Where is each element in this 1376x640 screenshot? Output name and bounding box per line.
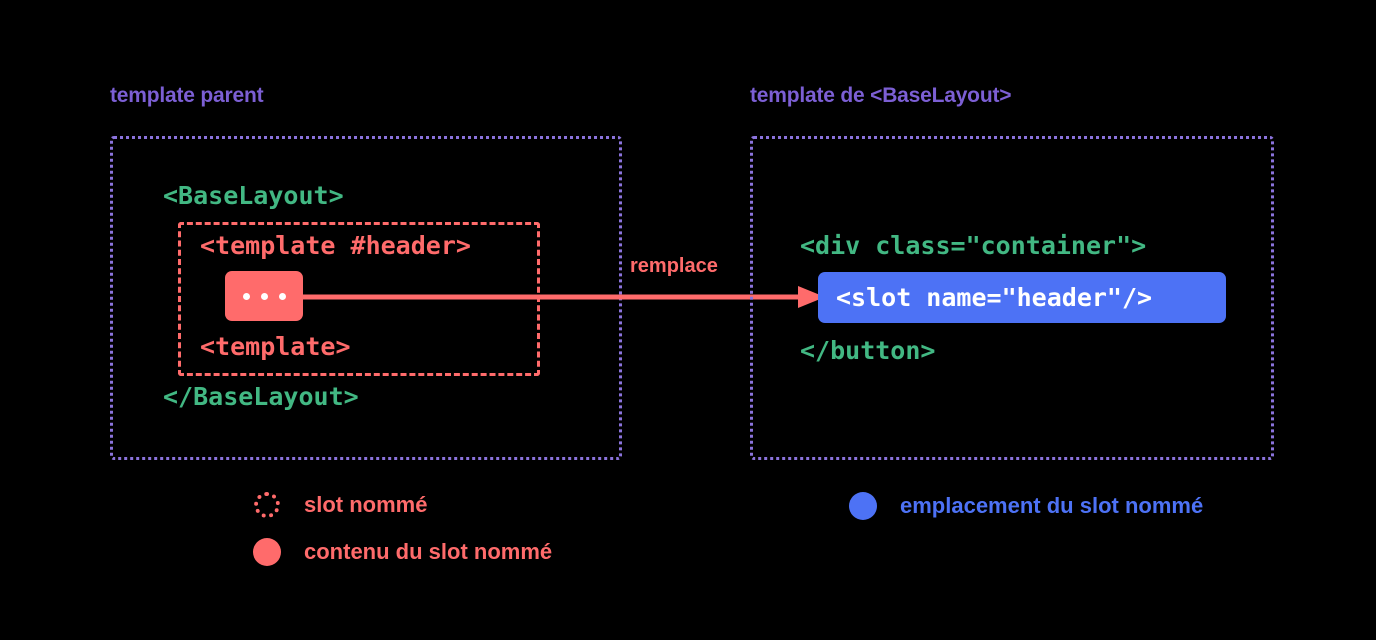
legend-item-named-slot: slot nommé	[252, 492, 427, 518]
code-line-template-close: <template>	[200, 332, 351, 361]
filled-circle-blue-icon	[849, 492, 877, 520]
legend-swatch-wrap	[848, 492, 878, 520]
legend-label-named-slot: slot nommé	[304, 492, 428, 517]
code-line-div-open: <div class="container">	[800, 231, 1147, 260]
replace-arrow-icon	[300, 286, 825, 308]
code-line-template-open: <template #header>	[200, 231, 471, 260]
code-line-button-close: </button>	[800, 336, 936, 365]
baselayout-template-panel	[750, 136, 1274, 460]
legend-swatch-wrap	[252, 538, 282, 566]
slot-placement-box: <slot name="header"/>	[818, 272, 1226, 323]
legend-swatch-wrap	[252, 492, 282, 518]
code-line-baselayout-close: </BaseLayout>	[163, 382, 359, 411]
dotted-circle-icon	[254, 492, 280, 518]
left-panel-caption: template parent	[110, 84, 264, 107]
filled-circle-red-icon	[253, 538, 281, 566]
legend-label-slot-placement: emplacement du slot nommé	[900, 493, 1204, 518]
legend-item-slot-content: contenu du slot nommé	[252, 538, 552, 566]
legend-item-slot-placement: emplacement du slot nommé	[848, 492, 1203, 520]
right-panel-caption: template de <BaseLayout>	[750, 84, 1012, 107]
named-slot-content-chip	[225, 271, 303, 321]
legend-label-slot-content: contenu du slot nommé	[304, 539, 553, 564]
ellipsis-dot-1	[242, 292, 250, 300]
ellipsis-dot-3	[278, 292, 286, 300]
replace-arrow-label: remplace	[630, 255, 718, 277]
ellipsis-dot-2	[260, 292, 268, 300]
code-line-baselayout-open: <BaseLayout>	[163, 181, 344, 210]
code-line-slot: <slot name="header"/>	[836, 283, 1153, 312]
